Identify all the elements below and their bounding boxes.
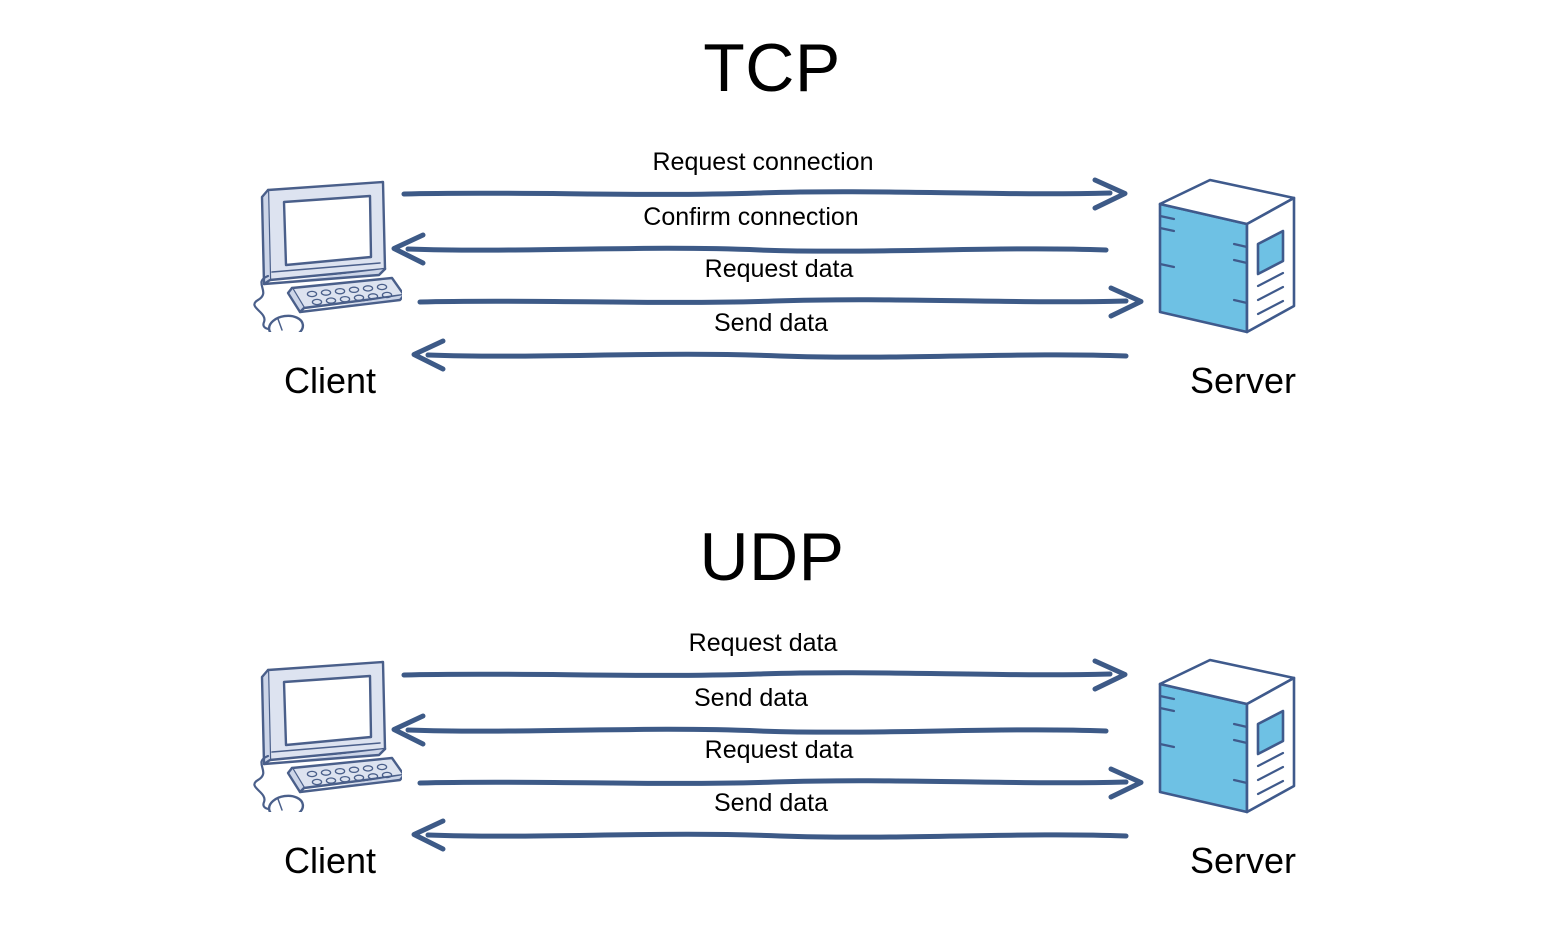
message-label-udp-2: Send data xyxy=(694,684,808,712)
message-label-udp-3: Request data xyxy=(704,736,854,764)
arrow-left-icon xyxy=(411,818,1129,852)
message-label-udp-4: Send data xyxy=(714,789,828,817)
arrow-right-icon xyxy=(417,285,1144,319)
server-icon-udp xyxy=(1152,652,1302,822)
message-row-udp-4: Send data xyxy=(410,791,1132,853)
server-icon-tcp xyxy=(1152,172,1302,342)
client-icon-tcp xyxy=(242,172,402,332)
client-label-tcp: Client xyxy=(283,360,377,401)
server-label-udp: Server xyxy=(1189,840,1297,881)
message-row-udp-3: Request data xyxy=(414,738,1144,800)
arrow-left-icon xyxy=(391,713,1109,747)
message-row-tcp-4: Send data xyxy=(410,311,1132,373)
arrow-left-icon xyxy=(391,232,1109,266)
section-title-udp: UDP xyxy=(699,519,845,595)
message-row-tcp-1: Request connection xyxy=(398,150,1128,212)
message-label-tcp-1: Request connection xyxy=(652,148,874,176)
client-label-udp: Client xyxy=(283,840,377,881)
server-label-tcp: Server xyxy=(1189,360,1297,401)
arrow-left-icon xyxy=(411,338,1129,372)
client-icon-udp xyxy=(242,652,402,812)
message-row-tcp-2: Confirm connection xyxy=(390,205,1112,267)
message-label-udp-1: Request data xyxy=(688,629,838,657)
arrow-right-icon xyxy=(401,177,1128,211)
message-row-tcp-3: Request data xyxy=(414,257,1144,319)
message-row-udp-2: Send data xyxy=(390,686,1112,748)
message-label-tcp-4: Send data xyxy=(714,309,828,337)
section-title-tcp: TCP xyxy=(703,30,841,106)
message-row-udp-1: Request data xyxy=(398,631,1128,693)
message-label-tcp-2: Confirm connection xyxy=(643,203,859,231)
arrow-right-icon xyxy=(417,766,1144,800)
message-label-tcp-3: Request data xyxy=(704,255,854,283)
arrow-right-icon xyxy=(401,658,1128,692)
